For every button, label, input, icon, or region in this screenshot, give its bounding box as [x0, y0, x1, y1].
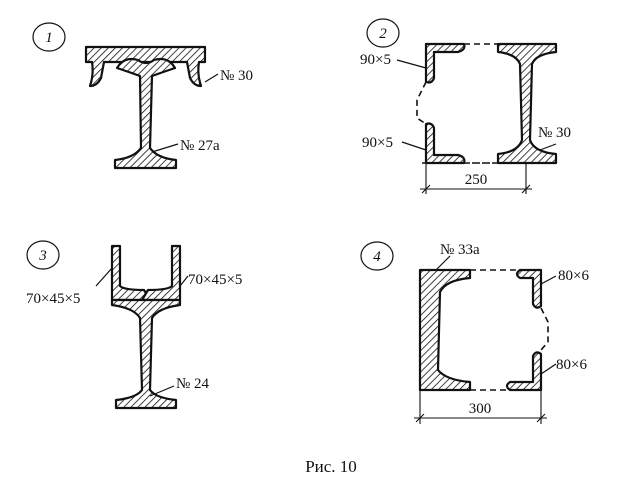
- leader-i-beam-30: [539, 143, 557, 151]
- angle-80x6-bottom: [505, 351, 543, 392]
- dimension-250: 250: [420, 163, 532, 194]
- label-angle-right: 70×45×5: [188, 272, 242, 288]
- lacing-outline-4: [470, 269, 549, 391]
- angle-70x45x5-left: [110, 244, 152, 302]
- label-angle-left: 70×45×5: [26, 291, 80, 307]
- leader-angle-top-4: [540, 275, 557, 285]
- figure-2: 2 90×5 90×5 № 30 250: [360, 18, 571, 194]
- label-angle-bottom-4: 80×6: [556, 357, 587, 373]
- figure-1: 1 № 30 № 27a: [32, 22, 253, 170]
- channel-33a-section: [418, 268, 472, 392]
- figure-2-number: 2: [379, 26, 387, 42]
- angle-90x5-bottom: [424, 122, 466, 165]
- figure-4: 4 № 33a 80×6 80×6 300: [360, 241, 589, 424]
- leader-channel-30: [204, 73, 219, 83]
- leader-angle-bottom: [401, 141, 427, 151]
- leader-angle-right: [179, 275, 189, 287]
- label-i-beam-27a: № 27a: [180, 138, 220, 154]
- label-channel-33a: № 33a: [440, 242, 480, 258]
- label-i-beam-30: № 30: [538, 125, 571, 141]
- angle-80x6-top: [515, 268, 543, 309]
- figure-2-number-badge: 2: [366, 18, 400, 48]
- figure-4-number-badge: 4: [360, 241, 394, 271]
- figure-4-number: 4: [373, 249, 381, 265]
- figure-3-number-badge: 3: [26, 240, 60, 270]
- leader-i-beam-24: [149, 385, 175, 397]
- figure-caption: Рис. 10: [305, 457, 357, 476]
- label-channel-30: № 30: [220, 68, 253, 84]
- angle-70x45x5-right: [140, 244, 182, 302]
- figure-3: 3 70×45×5 70×45×5 № 24: [26, 240, 242, 410]
- leader-i-beam-27a: [151, 143, 179, 153]
- i-beam-24-section: [110, 298, 182, 410]
- i-beam-30-section: [496, 42, 558, 165]
- channel-30-section: [84, 45, 207, 88]
- leader-angle-left: [95, 267, 113, 287]
- label-i-beam-24: № 24: [176, 376, 210, 392]
- dimension-300-value: 300: [469, 401, 492, 417]
- dimension-250-value: 250: [465, 172, 488, 188]
- figure-1-number: 1: [45, 30, 53, 46]
- leader-angle-bottom-4: [540, 363, 557, 375]
- label-angle-top: 90×5: [360, 52, 391, 68]
- dimension-300: 300: [414, 390, 547, 424]
- leader-angle-top: [396, 59, 427, 69]
- figure-3-number: 3: [38, 248, 47, 264]
- label-angle-bottom: 90×5: [362, 135, 393, 151]
- figure-1-number-badge: 1: [32, 22, 66, 52]
- leader-channel-33a: [435, 255, 451, 271]
- label-angle-top-4: 80×6: [558, 268, 589, 284]
- angle-90x5-top: [424, 42, 466, 84]
- i-beam-27a-section: [113, 57, 178, 170]
